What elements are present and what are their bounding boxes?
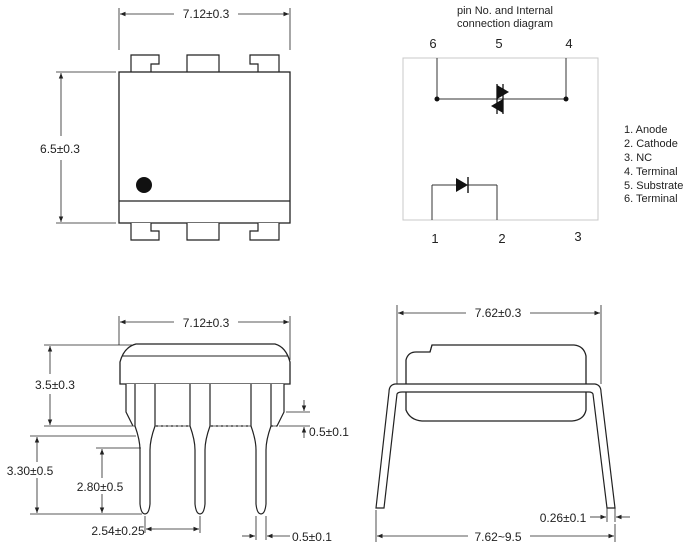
connection-diagram: pin No. and Internal connection diagram …	[402, 5, 683, 246]
side-lead-3	[250, 384, 272, 515]
led-diode-symbol	[456, 177, 469, 193]
top-pin-4	[249, 54, 280, 72]
top-pin-1	[130, 223, 160, 241]
top-width-dim: 7.12±0.3	[183, 7, 230, 21]
pin-number-3: 3	[574, 229, 581, 244]
pin-desc-3: 3. NC	[624, 152, 652, 164]
package-body-end	[405, 344, 587, 384]
pin-desc-2: 2. Cathode	[624, 138, 678, 150]
pitch-dim: 2.54±0.25	[91, 524, 145, 538]
side-lead-1	[134, 384, 156, 515]
lead-width-dim: 0.5±0.1	[292, 530, 332, 544]
top-height-dim: 6.5±0.3	[40, 142, 80, 156]
lead-below-seat-dim: 2.80±0.5	[77, 480, 124, 494]
top-pin-2	[186, 223, 220, 241]
pin-description-list: 1. Anode 2. Cathode 3. NC 4. Terminal 5.…	[624, 124, 683, 205]
pin-desc-6: 6. Terminal	[624, 193, 678, 205]
pin-number-4: 4	[565, 36, 572, 51]
pin-number-5: 5	[495, 36, 502, 51]
package-body-top	[118, 71, 291, 224]
end-view: 7.62±0.3 0.26±0.1 7.62~9.5	[375, 305, 630, 544]
triac-symbol	[491, 84, 509, 114]
side-width-dim: 7.12±0.3	[183, 316, 230, 330]
diagram-title-line1: pin No. and Internal	[457, 5, 553, 17]
lead-thickness-dim: 0.26±0.1	[540, 511, 587, 525]
side-lead-2	[189, 384, 211, 515]
side-view: 7.12±0.3 3.5±0.3 0.5±0.1 3.30±0.5 2.80±0…	[7, 316, 349, 544]
end-width-dim: 7.62±0.3	[475, 306, 522, 320]
pin-desc-5: 5. Substrate	[624, 180, 683, 192]
body-height-dim: 3.5±0.3	[35, 378, 75, 392]
pin-number-2: 2	[498, 231, 505, 246]
top-pin-6	[130, 54, 160, 72]
pin-desc-1: 1. Anode	[624, 124, 667, 136]
end-lead-left	[375, 383, 406, 509]
pin1-dot-marker	[136, 177, 152, 193]
pin-number-6: 6	[429, 36, 436, 51]
pin-number-1: 1	[431, 231, 438, 246]
diagram-title-line2: connection diagram	[457, 18, 553, 30]
top-pin-3	[249, 223, 280, 241]
span-dim: 7.62~9.5	[474, 530, 521, 544]
standoff-dim: 0.5±0.1	[309, 425, 349, 439]
end-lead-right	[586, 383, 616, 509]
pin-desc-4: 4. Terminal	[624, 166, 678, 178]
top-pin-5	[186, 54, 220, 72]
top-view: 7.12±0.3 6.5±0.3	[40, 7, 291, 241]
lead-length-dim: 3.30±0.5	[7, 464, 54, 478]
package-body-side	[119, 343, 291, 385]
